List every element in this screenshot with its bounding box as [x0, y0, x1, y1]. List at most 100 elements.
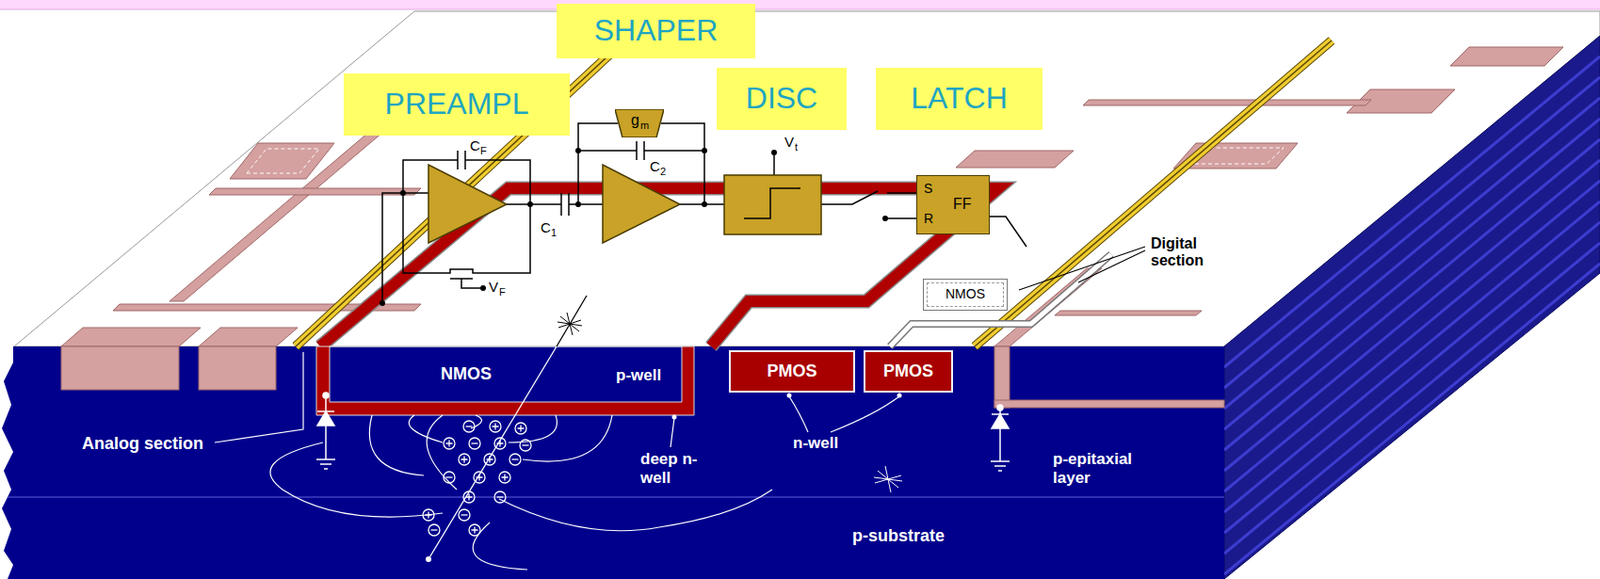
pad-outline [246, 148, 320, 174]
subscript: F [499, 286, 506, 299]
digital-section-outline [889, 254, 1112, 347]
circuit-dot [379, 300, 386, 307]
p-well-region: NMOS p-well [329, 346, 682, 403]
charge-carrier [519, 439, 532, 452]
charge-diffusion-path [499, 489, 773, 532]
charge-diffusion-path [522, 415, 613, 462]
charge-carrier [422, 420, 532, 536]
nmos-region: NMOS [922, 278, 1008, 311]
circuit-dot [379, 147, 889, 307]
node-text: LATCH [910, 81, 1008, 115]
circuit-dot [882, 215, 889, 222]
node-text: g [630, 112, 640, 130]
subscript: t [794, 141, 798, 154]
amplifier-symbol [602, 164, 680, 243]
leader-line [787, 393, 792, 399]
charge-diffusion-path [369, 415, 424, 476]
particle-track [428, 346, 557, 560]
digital-section-outline [889, 254, 1112, 347]
metal-trace [61, 346, 179, 390]
charge-carrier [489, 420, 502, 433]
node-text: PMOS [766, 362, 817, 382]
circuit-wire [821, 191, 917, 205]
subscript: 2 [660, 165, 666, 178]
metal-trace [994, 346, 1010, 408]
diode-symbol [317, 411, 335, 426]
wafer-side-face [1224, 56, 1600, 575]
charge-diffusion-path [426, 415, 457, 490]
node-text: m [640, 119, 649, 131]
node-text: SHAPER [594, 14, 719, 48]
circuit-wire [450, 278, 481, 289]
metal-trace [1054, 310, 1202, 316]
capacitor-label: C [540, 219, 551, 236]
bus-line [295, 18, 1332, 347]
capacitor-label: C [469, 137, 481, 154]
trapezoid-outline [614, 109, 664, 138]
wafer-front-face [1, 346, 1225, 579]
layer-label: deep n-well [640, 450, 699, 487]
top-band [0, 9, 1600, 11]
charge-carrier [473, 471, 485, 484]
node-text: R [923, 211, 934, 227]
top-band [0, 0, 1600, 10]
metal-trace [209, 188, 421, 195]
digital-section-outline [889, 254, 1112, 347]
circuit-dot [771, 149, 777, 156]
stage-tag: LATCH [875, 67, 1043, 130]
discriminator-box [743, 188, 801, 219]
discriminator-box [724, 175, 822, 235]
diode-symbol [990, 407, 1010, 471]
charge-carrier [515, 422, 527, 435]
circuit-wire [506, 193, 603, 216]
wafer-front-face [7, 496, 1225, 499]
leader-line [1018, 246, 1146, 291]
charge-carrier [494, 437, 506, 450]
charge-carrier [458, 509, 470, 521]
metal-trace [1450, 47, 1564, 66]
charge-carrier [484, 453, 496, 466]
diode-symbol [990, 404, 1010, 471]
circuit-wire [457, 150, 466, 170]
leader-line [789, 396, 900, 433]
amplifier-symbol [428, 164, 507, 243]
discriminator-box [724, 175, 822, 235]
charge-carrier [428, 524, 440, 536]
charge-carrier [468, 524, 481, 536]
trapezoid-outline [614, 109, 664, 138]
particle-track [556, 295, 587, 347]
node-text: NMOS [945, 287, 986, 302]
metal-trace [61, 47, 1564, 408]
charge-diffusion-path [472, 522, 528, 570]
circuit-dot [575, 201, 582, 208]
particle-track [873, 466, 903, 493]
bus-line [295, 18, 1332, 347]
charge-diffusion-path [270, 442, 443, 518]
leader-line [897, 393, 903, 399]
node-text: NMOS [440, 365, 492, 385]
charge-carrier [422, 509, 435, 521]
circuit-dot [480, 285, 486, 291]
transconductor-block: gm [614, 109, 664, 138]
pmos-region: PMOS [728, 350, 856, 393]
particle-track [557, 312, 582, 336]
node-text: FF [953, 195, 972, 213]
node-text: PREAMPL [385, 87, 530, 121]
circuit-dot [575, 147, 582, 154]
charge-carrier [509, 453, 521, 466]
circuit-wire [989, 216, 1027, 247]
layer-label: p-epitaxial layer [1052, 450, 1148, 487]
charge-carrier [443, 471, 455, 484]
charge-carrier [463, 491, 475, 503]
diode-symbol [316, 392, 336, 469]
stage-tag: PREAMPL [343, 73, 570, 136]
node-text: p-well [615, 367, 662, 386]
metal-trace [1082, 99, 1372, 106]
leader-line [214, 246, 1146, 448]
circuit-dot [400, 190, 406, 196]
circuit-wire [382, 193, 429, 304]
circuit-dot [701, 147, 708, 154]
wafer-front-face [1, 346, 1225, 579]
leader-line [214, 352, 304, 443]
charge-carrier [463, 420, 475, 433]
